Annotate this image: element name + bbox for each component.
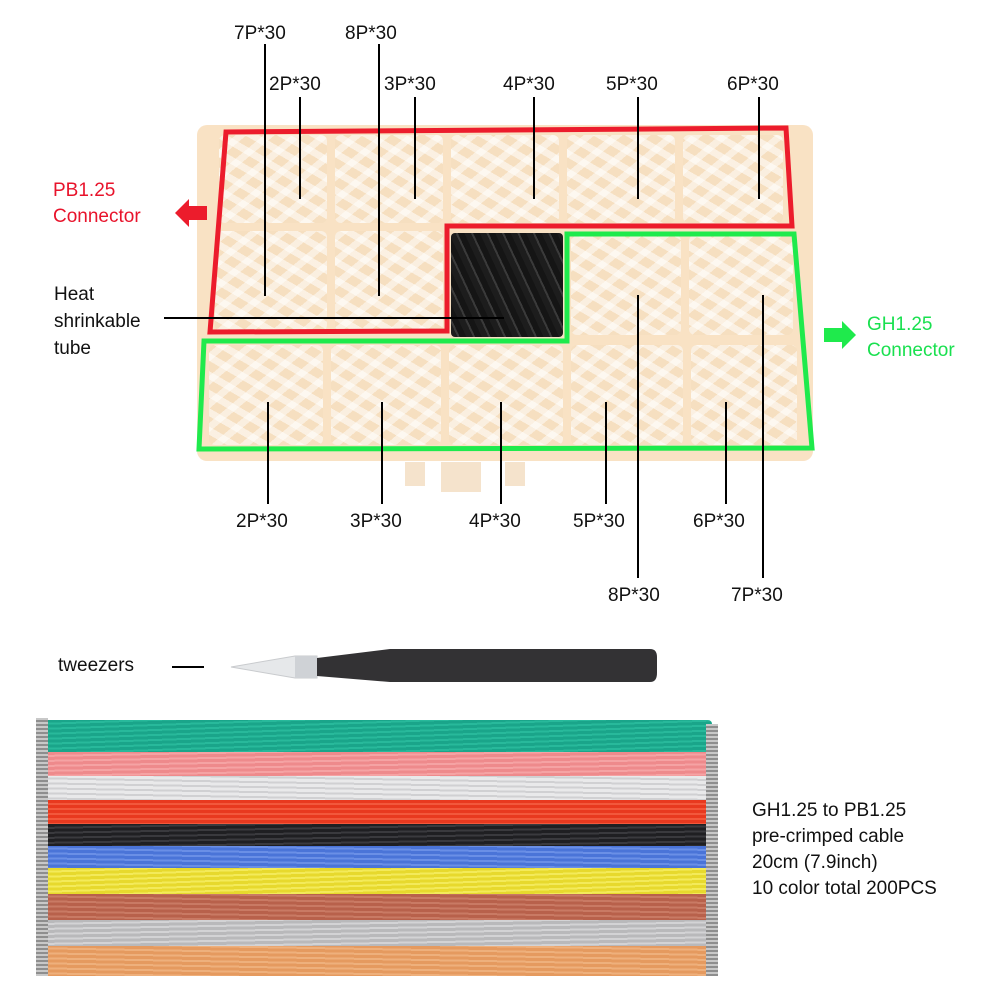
label-pb-4p: 4P*30 [503, 74, 555, 95]
leader-line [381, 402, 383, 504]
label-gh-3p: 3P*30 [350, 511, 402, 532]
leader-line [758, 97, 760, 199]
pb-connector-label: PB1.25 Connector [53, 180, 141, 227]
leader-line [500, 402, 502, 504]
tweezers-image [230, 649, 657, 682]
leader-line [267, 402, 269, 504]
wire-band-gray [40, 920, 712, 948]
leader-line [533, 97, 535, 199]
label-pb-5p: 5P*30 [606, 74, 658, 95]
leader-line [299, 97, 301, 199]
connector-storage-box [197, 125, 815, 492]
label-gh-8p: 8P*30 [608, 585, 660, 606]
cell-pb-8p [335, 231, 443, 331]
box-foot [505, 462, 525, 486]
cell-gh-3p [331, 345, 441, 445]
cell-gh-7p [689, 235, 793, 335]
cable-description: GH1.25 to PB1.25 pre-crimped cable 20cm … [752, 800, 937, 899]
arrow-right-icon [824, 321, 856, 349]
wire-band-blue [40, 846, 712, 870]
leader-line [637, 295, 639, 578]
tweezers-label: tweezers [58, 655, 135, 676]
cell-heat-shrink-tube [451, 233, 563, 337]
label-gh-6p: 6P*30 [693, 511, 745, 532]
cell-gh-8p [571, 235, 681, 335]
leader-line [725, 402, 727, 504]
wire-band-red [40, 800, 712, 826]
leader-line [264, 44, 266, 296]
wire-band-white [40, 776, 712, 802]
label-pb-8p: 8P*30 [345, 23, 397, 44]
outline-overlay [196, 125, 815, 452]
cell-pb-4p [451, 135, 559, 223]
wire-band-green [40, 720, 712, 754]
wire-band-brown [40, 894, 712, 922]
wire-band-yellow [40, 868, 712, 896]
cell-pb-5p [567, 135, 675, 223]
heat-tube-label: Heat shrinkable tube [54, 284, 141, 359]
label-pb-2p: 2P*30 [269, 74, 321, 95]
leader-line [637, 97, 639, 199]
leader-line [762, 295, 764, 578]
pre-crimped-cable-bundle [36, 712, 718, 980]
cell-gh-2p [209, 345, 323, 445]
cell-gh-5p [571, 345, 683, 445]
leader-line [172, 666, 204, 668]
crimp-terminals-left [36, 718, 48, 976]
wire-band-pink [40, 752, 712, 778]
pb-outline [207, 125, 795, 335]
leader-line [378, 44, 380, 296]
label-pb-3p: 3P*30 [384, 74, 436, 95]
cell-pb-7p [215, 231, 327, 331]
wire-band-black [40, 824, 712, 848]
crimp-terminals-right [706, 724, 718, 976]
leader-line [164, 317, 504, 319]
wire-band-orange [40, 946, 712, 976]
label-gh-7p: 7P*30 [731, 585, 783, 606]
cell-pb-2p [219, 135, 327, 223]
cell-gh-6p [691, 345, 797, 445]
label-gh-4p: 4P*30 [469, 511, 521, 532]
cell-pb-3p [335, 135, 443, 223]
cell-gh-4p [449, 345, 563, 445]
label-pb-7p: 7P*30 [234, 23, 286, 44]
leader-line [414, 97, 416, 199]
label-gh-2p: 2P*30 [236, 511, 288, 532]
label-gh-5p: 5P*30 [573, 511, 625, 532]
cell-pb-6p [683, 135, 783, 223]
gh-outline [196, 231, 815, 452]
gh-connector-label: GH1.25 Connector [867, 314, 955, 361]
box-foot [405, 462, 425, 486]
box-foot [441, 462, 481, 492]
label-pb-6p: 6P*30 [727, 74, 779, 95]
arrow-left-icon [175, 199, 207, 227]
leader-line [605, 402, 607, 504]
